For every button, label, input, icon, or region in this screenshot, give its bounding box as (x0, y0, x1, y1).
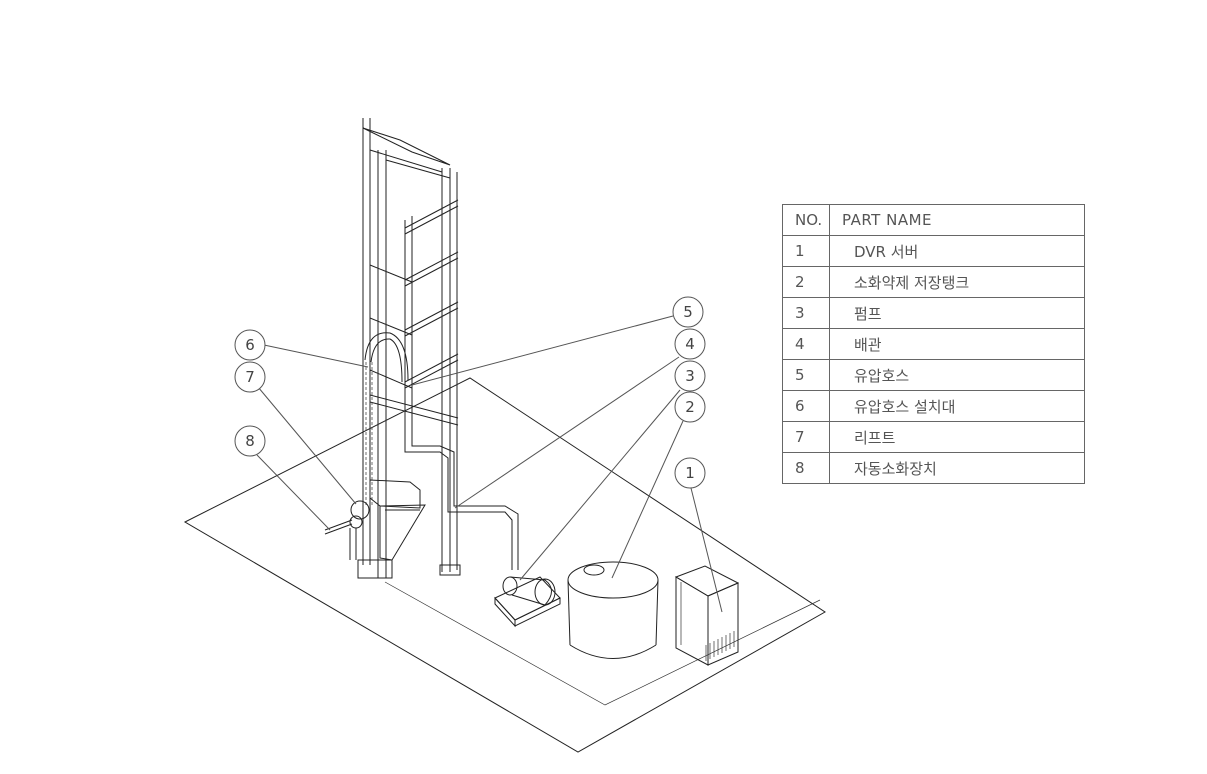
row-name: 펌프 (829, 297, 1085, 329)
lift-tower (357, 118, 461, 579)
callout-5-label: 5 (683, 303, 693, 321)
row-name: 유압호스 (829, 359, 1085, 391)
callout-8: 8 (234, 425, 266, 457)
row-no: 2 (782, 266, 830, 298)
header-part-name: PART NAME (829, 204, 1085, 236)
row-no: 8 (782, 452, 830, 484)
callout-6: 6 (234, 329, 266, 361)
row-name: 리프트 (829, 421, 1085, 453)
row-no: 6 (782, 390, 830, 422)
header-no: NO. (782, 204, 830, 236)
row-no: 5 (782, 359, 830, 391)
row-name: 유압호스 설치대 (829, 390, 1085, 422)
row-no: 3 (782, 297, 830, 329)
callout-5: 5 (672, 296, 704, 328)
parts-table-header: NO. PART NAME (782, 204, 1085, 236)
row-name: 자동소화장치 (829, 452, 1085, 484)
piping (404, 412, 519, 570)
base-slab (183, 377, 826, 753)
row-name: 소화약제 저장탱크 (829, 266, 1085, 298)
callout-2-label: 2 (685, 398, 695, 416)
callout-1-label: 1 (685, 464, 695, 482)
row-no: 1 (782, 235, 830, 267)
lift-carriage (324, 479, 426, 561)
pump (494, 576, 561, 628)
row-name: 배관 (829, 328, 1085, 360)
callout-8-label: 8 (245, 432, 255, 450)
callout-4: 4 (674, 328, 706, 360)
row-no: 7 (782, 421, 830, 453)
callout-7: 7 (234, 361, 266, 393)
leader-lines (256, 315, 723, 613)
callout-3: 3 (674, 360, 706, 392)
row-no: 4 (782, 328, 830, 360)
callout-7-label: 7 (245, 368, 255, 386)
callout-3-label: 3 (685, 367, 695, 385)
row-name: DVR 서버 (829, 235, 1085, 267)
storage-tank (567, 561, 659, 659)
callout-2: 2 (674, 391, 706, 423)
callout-1: 1 (674, 457, 706, 489)
callout-6-label: 6 (245, 336, 255, 354)
dvr-cabinet (674, 565, 740, 666)
callout-4-label: 4 (685, 335, 695, 353)
